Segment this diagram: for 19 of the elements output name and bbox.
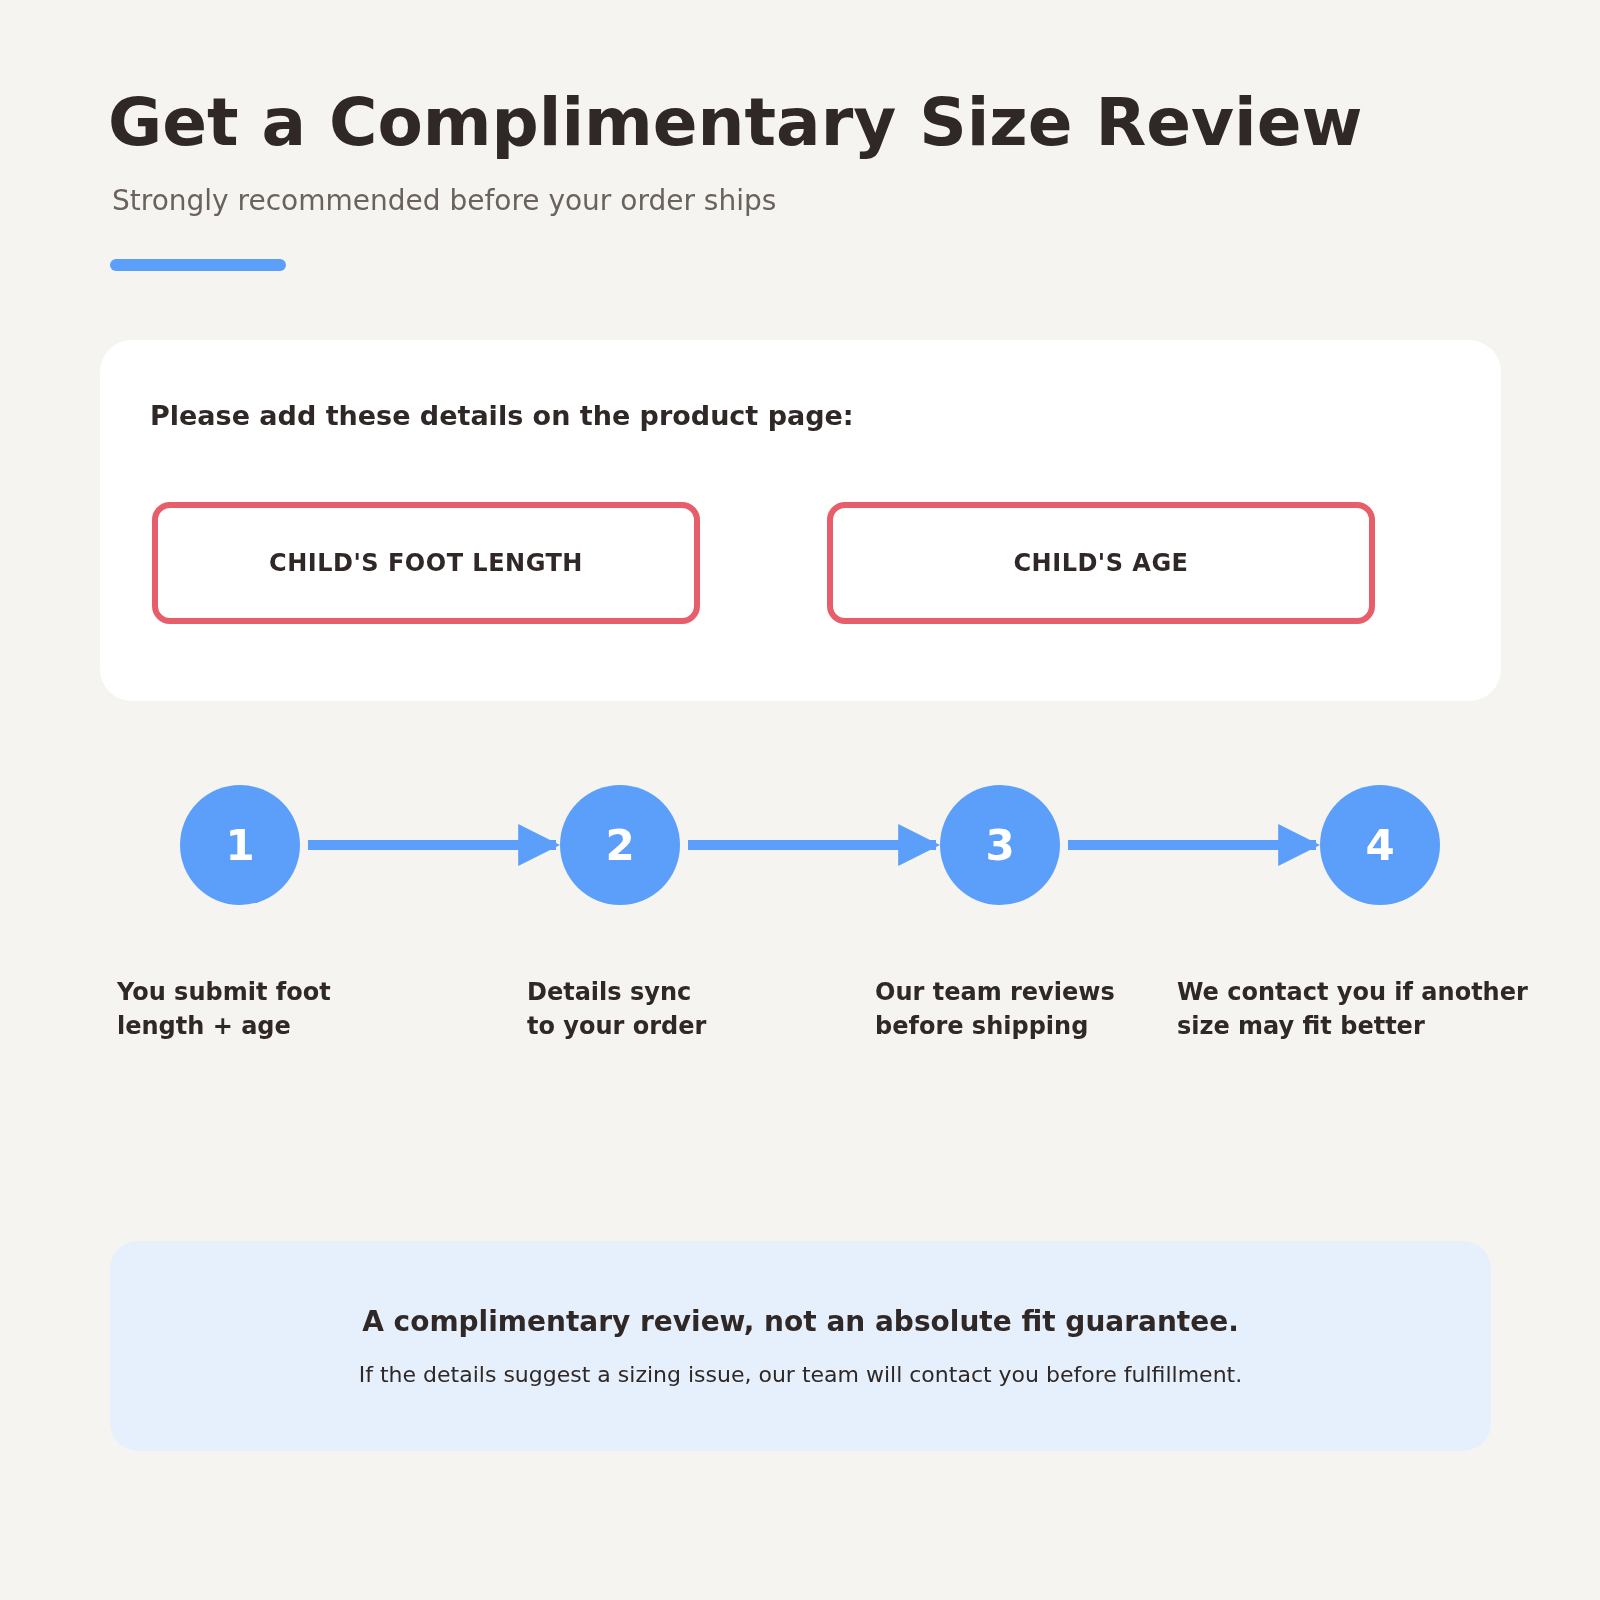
step-description: You submit foot length + age	[117, 977, 332, 1042]
input-field: CHILD'S FOOT LENGTH	[152, 502, 700, 624]
subtitle: Strongly recommended before your order ships	[112, 184, 777, 217]
details-card	[100, 340, 1501, 701]
arrow	[308, 824, 561, 866]
arrow	[688, 824, 941, 866]
step-number: 1	[225, 820, 255, 870]
step-description: We contact you if another size may fit better	[1177, 977, 1529, 1042]
step-description: Our team reviews before shipping	[875, 977, 1116, 1042]
step-number: 3	[985, 820, 1015, 870]
note-text: If the details suggest a sizing issue, our team will contact you before fulfillment.	[358, 1362, 1243, 1387]
page-title: Get a Complimentary Size Review	[108, 84, 1363, 161]
step-description: Details sync to your order	[527, 977, 708, 1042]
arrow	[1068, 824, 1321, 866]
step-number: 4	[1365, 820, 1395, 870]
card-heading: Please add these details on the product page:	[150, 400, 854, 431]
note-heading: A complimentary review, not an absolute fit guarantee.	[362, 1305, 1239, 1338]
step-number: 2	[605, 820, 635, 870]
input-field: CHILD'S AGE	[827, 502, 1375, 624]
